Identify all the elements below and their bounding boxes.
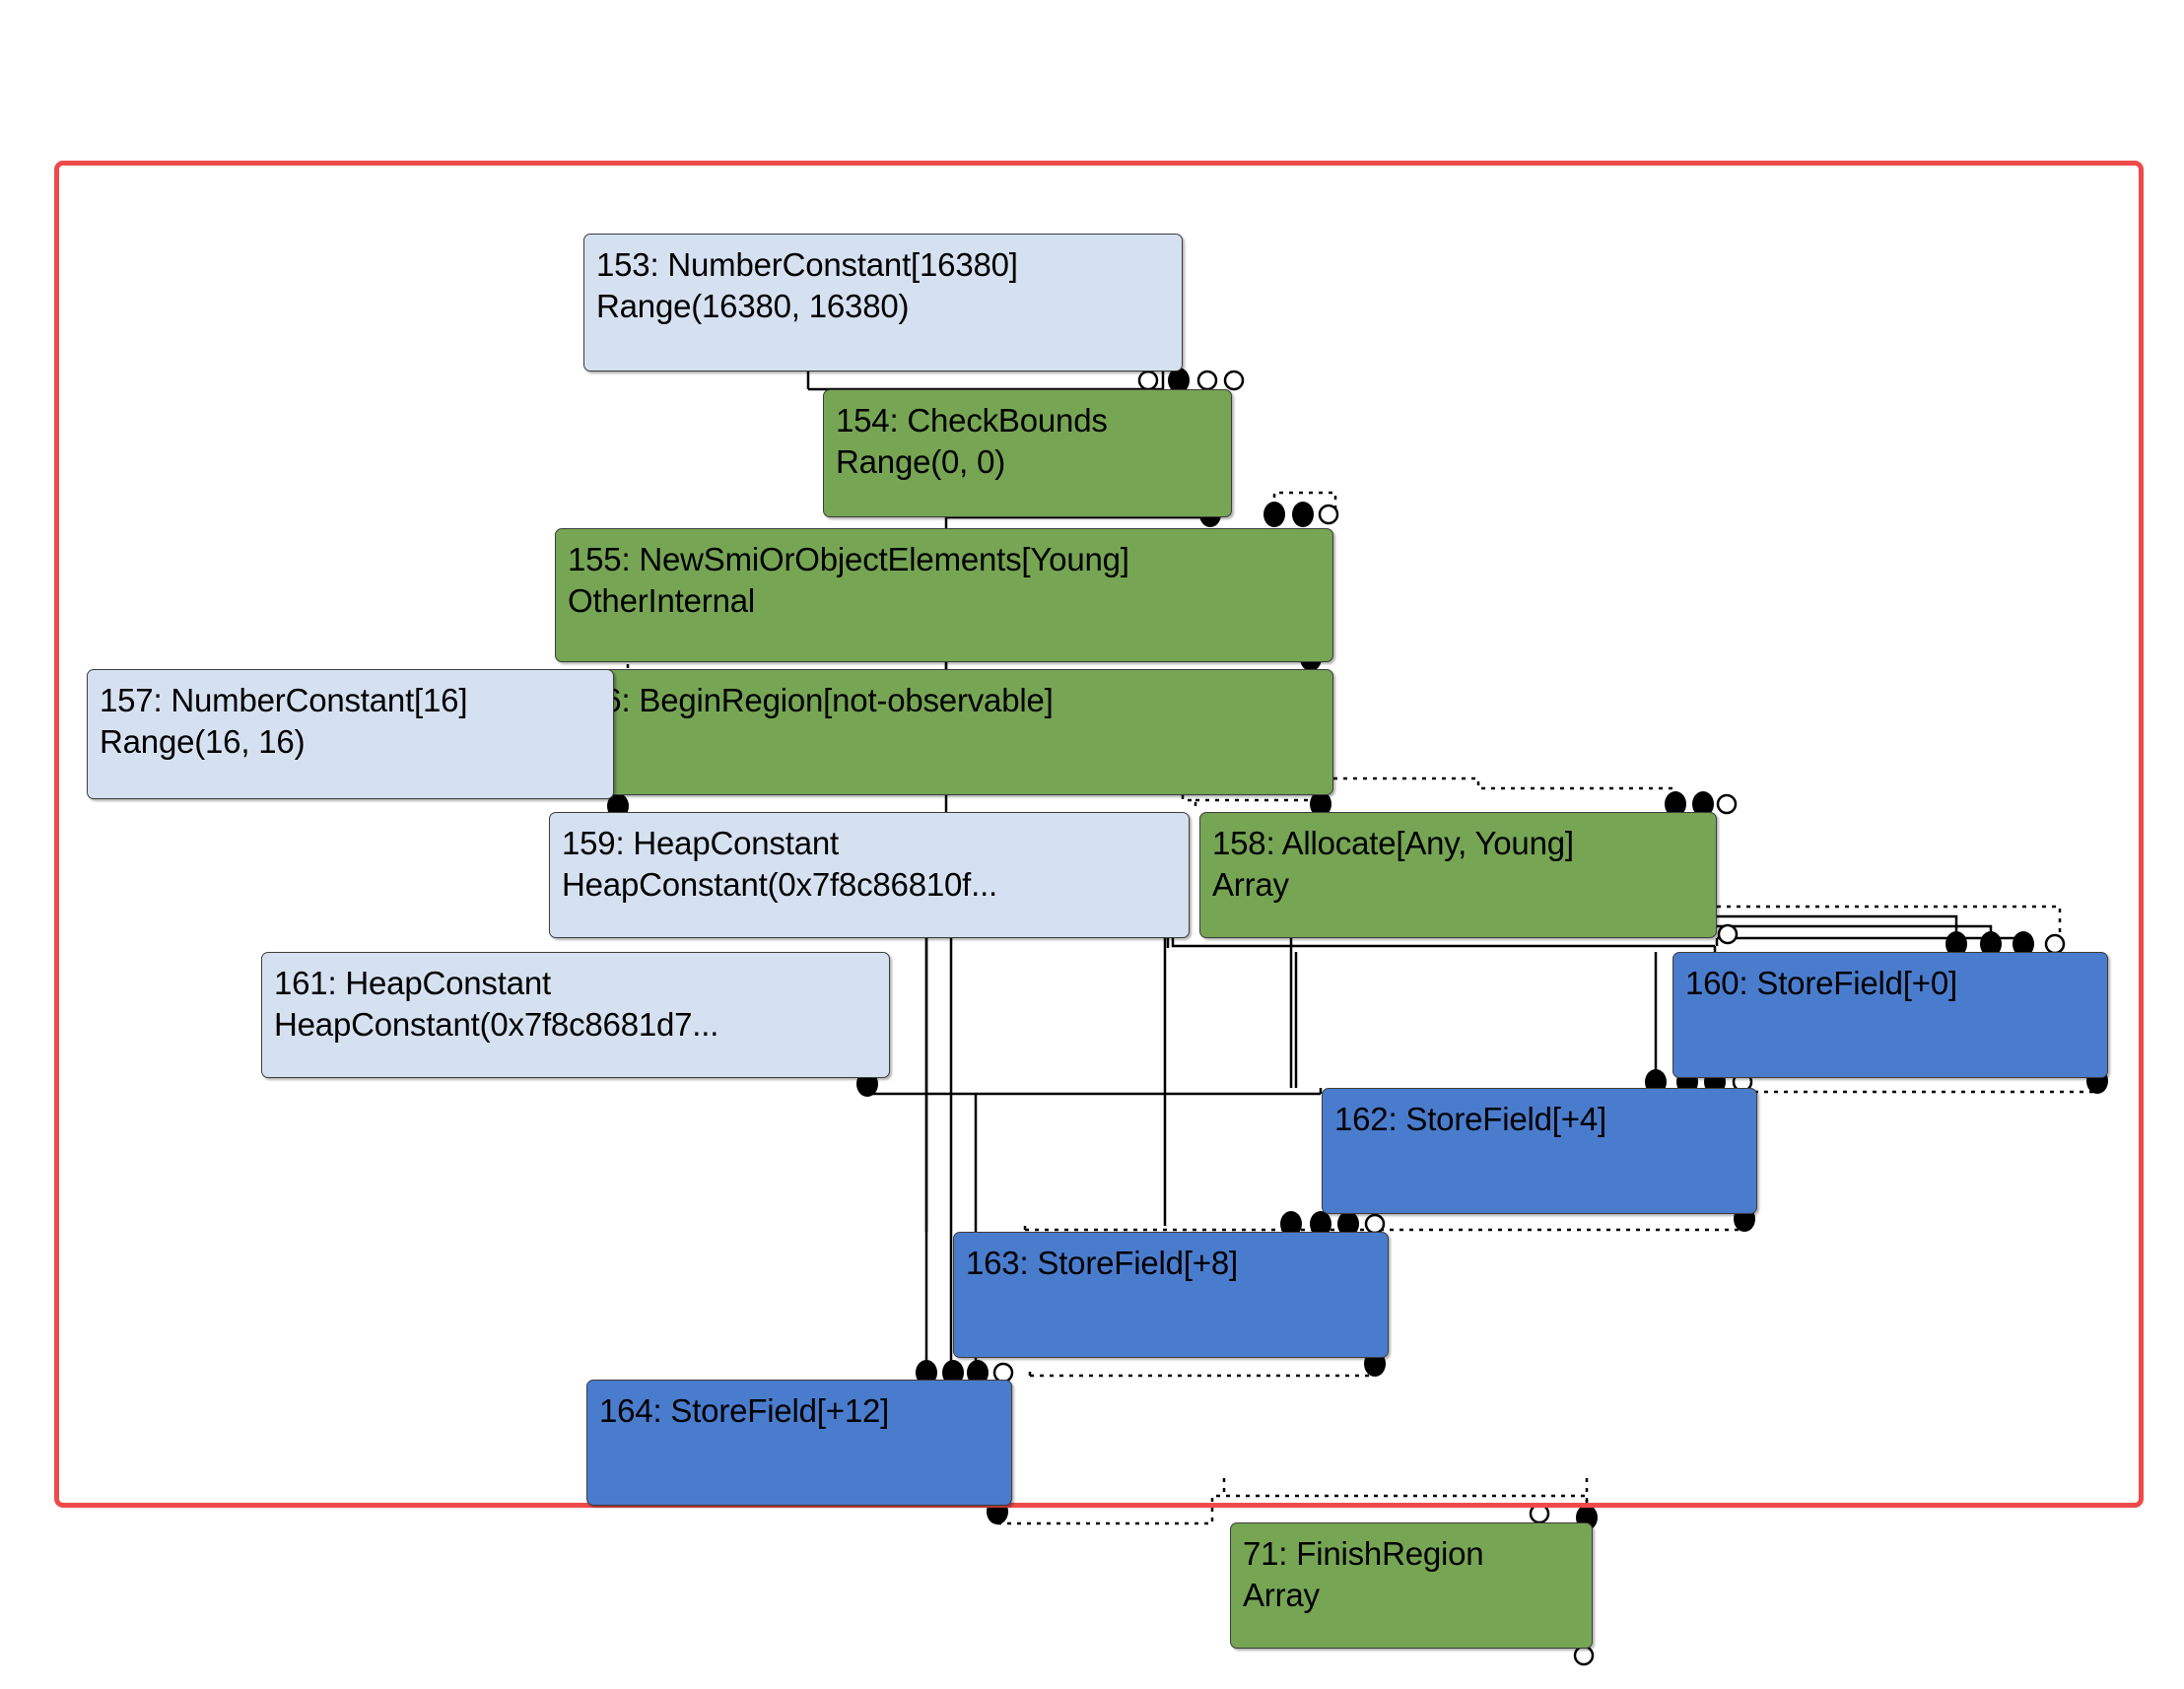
node-156-label: 156: BeginRegion[not-observable] — [568, 682, 1054, 718]
node-153-numberconstant[interactable]: 153: NumberConstant[16380] Range(16380, … — [583, 234, 1183, 372]
node-157-numberconstant[interactable]: 157: NumberConstant[16] Range(16, 16) — [87, 669, 614, 799]
node-159-heapconstant[interactable]: 159: HeapConstant HeapConstant(0x7f8c868… — [549, 812, 1190, 938]
node-71-label: 71: FinishRegion — [1243, 1535, 1484, 1572]
node-155-newsmiorobjectelements[interactable]: 155: NewSmiOrObjectElements[Young] Other… — [555, 528, 1333, 662]
node-158-allocate[interactable]: 158: Allocate[Any, Young] Array — [1199, 812, 1717, 938]
node-159-label: 159: HeapConstant — [562, 825, 839, 861]
node-161-heapconstant[interactable]: 161: HeapConstant HeapConstant(0x7f8c868… — [261, 952, 890, 1078]
node-160-storefield-0[interactable]: 160: StoreField[+0] — [1672, 952, 2108, 1078]
node-155-sublabel: OtherInternal — [568, 582, 756, 620]
node-158-sublabel: Array — [1212, 866, 1289, 904]
node-161-label: 161: HeapConstant — [274, 965, 551, 1001]
selection-rectangle[interactable] — [54, 161, 2144, 1508]
node-163-label: 163: StoreField[+8] — [966, 1245, 1238, 1281]
node-159-sublabel: HeapConstant(0x7f8c86810f... — [562, 866, 998, 904]
node-164-label: 164: StoreField[+12] — [599, 1392, 890, 1429]
node-160-label: 160: StoreField[+0] — [1685, 965, 1957, 1001]
node-154-checkbounds[interactable]: 154: CheckBounds Range(0, 0) — [823, 389, 1232, 517]
node-71-finishregion[interactable]: 71: FinishRegion Array — [1230, 1522, 1593, 1649]
node-155-label: 155: NewSmiOrObjectElements[Young] — [568, 541, 1129, 577]
node-153-sublabel: Range(16380, 16380) — [596, 288, 910, 325]
node-164-storefield-12[interactable]: 164: StoreField[+12] — [586, 1380, 1012, 1506]
node-163-storefield-8[interactable]: 163: StoreField[+8] — [953, 1232, 1389, 1358]
node-157-label: 157: NumberConstant[16] — [100, 682, 468, 718]
node-157-sublabel: Range(16, 16) — [100, 723, 306, 761]
node-71-sublabel: Array — [1243, 1577, 1320, 1614]
node-162-label: 162: StoreField[+4] — [1334, 1101, 1606, 1137]
node-153-label: 153: NumberConstant[16380] — [596, 246, 1018, 283]
node-154-label: 154: CheckBounds — [836, 402, 1108, 439]
node-154-sublabel: Range(0, 0) — [836, 443, 1006, 481]
node-156-beginregion[interactable]: 156: BeginRegion[not-observable] — [555, 669, 1333, 795]
node-161-sublabel: HeapConstant(0x7f8c8681d7... — [274, 1006, 719, 1044]
node-158-label: 158: Allocate[Any, Young] — [1212, 825, 1574, 861]
node-162-storefield-4[interactable]: 162: StoreField[+4] — [1322, 1088, 1757, 1214]
